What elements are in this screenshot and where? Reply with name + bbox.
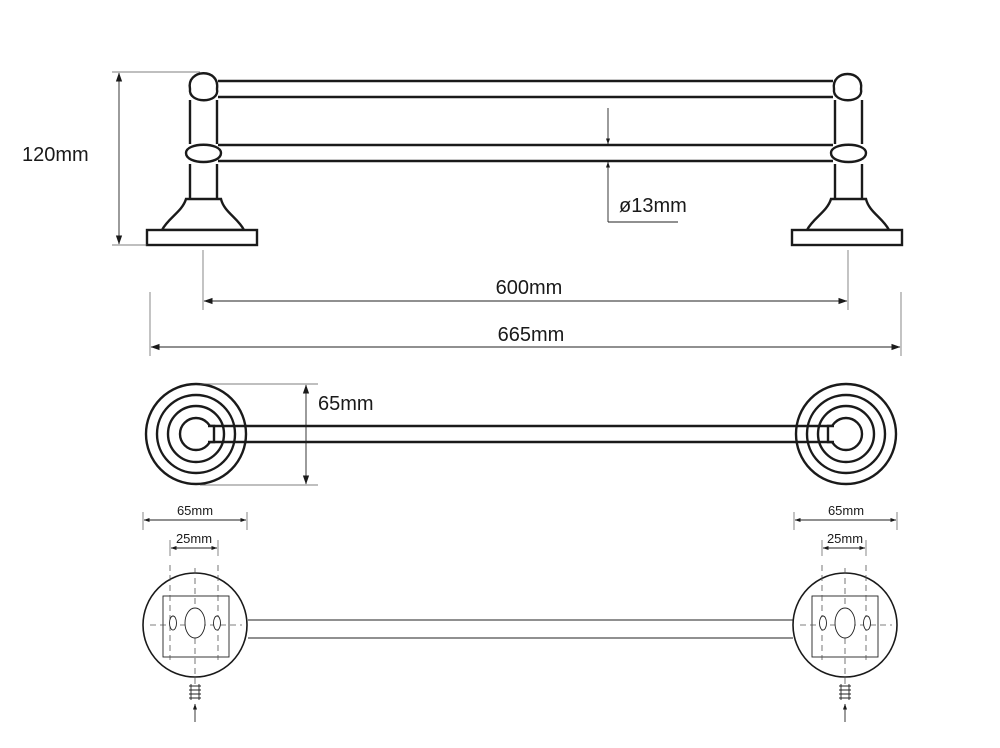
overall-length-dimension	[149, 292, 902, 356]
top-view: 65mm	[144, 382, 898, 486]
center-distance-dimension	[202, 250, 849, 310]
mounting-view: 65mm 25mm 65mm 25mm	[142, 503, 898, 722]
right-plate-width-label: 65mm	[828, 503, 864, 518]
depth-label: 65mm	[318, 393, 374, 415]
height-label: 120mm	[22, 144, 89, 166]
height-dimension	[112, 71, 200, 246]
left-hole-spacing-dimension	[169, 540, 219, 556]
left-mounting-plate	[142, 565, 248, 722]
left-rosette	[144, 382, 248, 486]
lower-tube	[218, 143, 833, 163]
center-distance-label: 600mm	[496, 277, 563, 299]
left-post	[145, 72, 259, 247]
right-rosette	[794, 382, 898, 486]
right-hole-spacing-dimension	[821, 540, 867, 556]
left-plate-width-dimension	[142, 512, 248, 530]
diameter-label: ø13mm	[619, 195, 687, 217]
right-hole-spacing-label: 25mm	[827, 531, 863, 546]
left-hole-spacing-label: 25mm	[176, 531, 212, 546]
depth-dimension	[200, 383, 318, 486]
overall-length-label: 665mm	[498, 324, 565, 346]
diameter-dimension	[605, 108, 678, 223]
right-plate-width-dimension	[793, 512, 898, 530]
upper-tube	[218, 79, 833, 99]
right-mounting-plate	[792, 565, 898, 722]
left-plate-width-label: 65mm	[177, 503, 213, 518]
right-post	[790, 72, 904, 247]
front-view: 120mm ø13mm 600mm 665mm	[22, 71, 904, 356]
